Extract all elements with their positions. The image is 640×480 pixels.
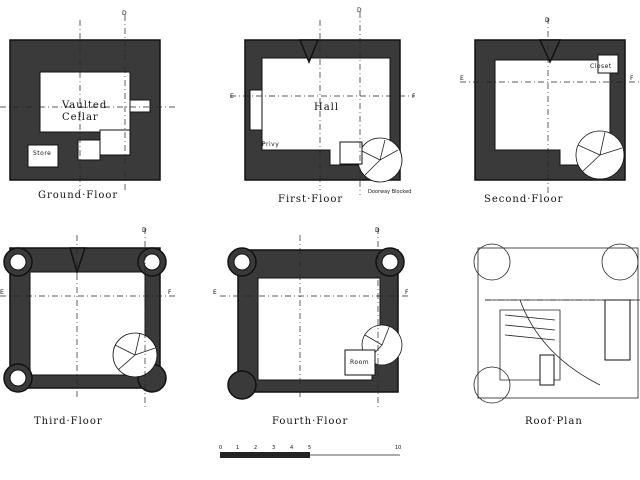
ground-room-vaulted: Vaulted [61,100,107,111]
fourth-axis-e: E [213,289,217,296]
second-floor-plan: Closet D E F Second·Floor [460,17,640,205]
third-axis-e: E [0,289,4,296]
first-floor-plan: Hall Privy Doorway Blocked D E F First·F… [230,7,416,205]
second-closet-label: Closet [590,63,612,70]
third-axis-f: F [168,289,172,296]
ground-floor-plan: Vaulted Cellar Store D Ground·Floor [0,10,175,201]
fourth-floor-title: Fourth·Floor [272,416,348,427]
roof-plan: Roof·Plan [473,243,640,427]
second-axis-f: F [630,75,634,82]
third-marker-d: D [142,227,147,234]
scale-tick-0: 0 [219,445,222,451]
scale-tick-5: 5 [308,445,311,451]
third-floor-title: Third·Floor [34,416,103,427]
fourth-room-label: Room [350,359,369,366]
roof-plan-title: Roof·Plan [525,416,583,427]
second-axis-e: E [460,75,464,82]
first-doorway-label: Doorway Blocked [368,189,411,195]
scale-tick-4: 4 [290,445,293,451]
ground-store-label: Store [33,150,51,157]
scale-bar: 0 1 2 3 4 5 10 [219,445,401,458]
first-hall-label: Hall [314,102,339,113]
second-marker-d: D [545,17,550,24]
fourth-marker-d: D [375,227,380,234]
fourth-floor-plan: Room D E F Fourth·Floor [213,227,410,427]
scale-tick-1: 1 [236,445,239,451]
fourth-axis-f: F [405,289,409,296]
first-marker-d: D [357,7,362,14]
ground-marker-d: D [122,10,127,17]
scale-tick-3: 3 [272,445,275,451]
second-floor-title: Second·Floor [484,194,563,205]
third-floor-plan: D E F Third·Floor [0,227,175,427]
first-axis-f: F [412,93,416,100]
ground-floor-title: Ground·Floor [38,190,118,201]
first-privy-label: Privy [262,141,279,148]
first-axis-e: E [230,93,234,100]
scale-tick-10: 10 [395,445,401,451]
scale-tick-2: 2 [254,445,257,451]
ground-room-cellar: Cellar [62,112,99,123]
first-floor-title: First·Floor [278,194,343,205]
